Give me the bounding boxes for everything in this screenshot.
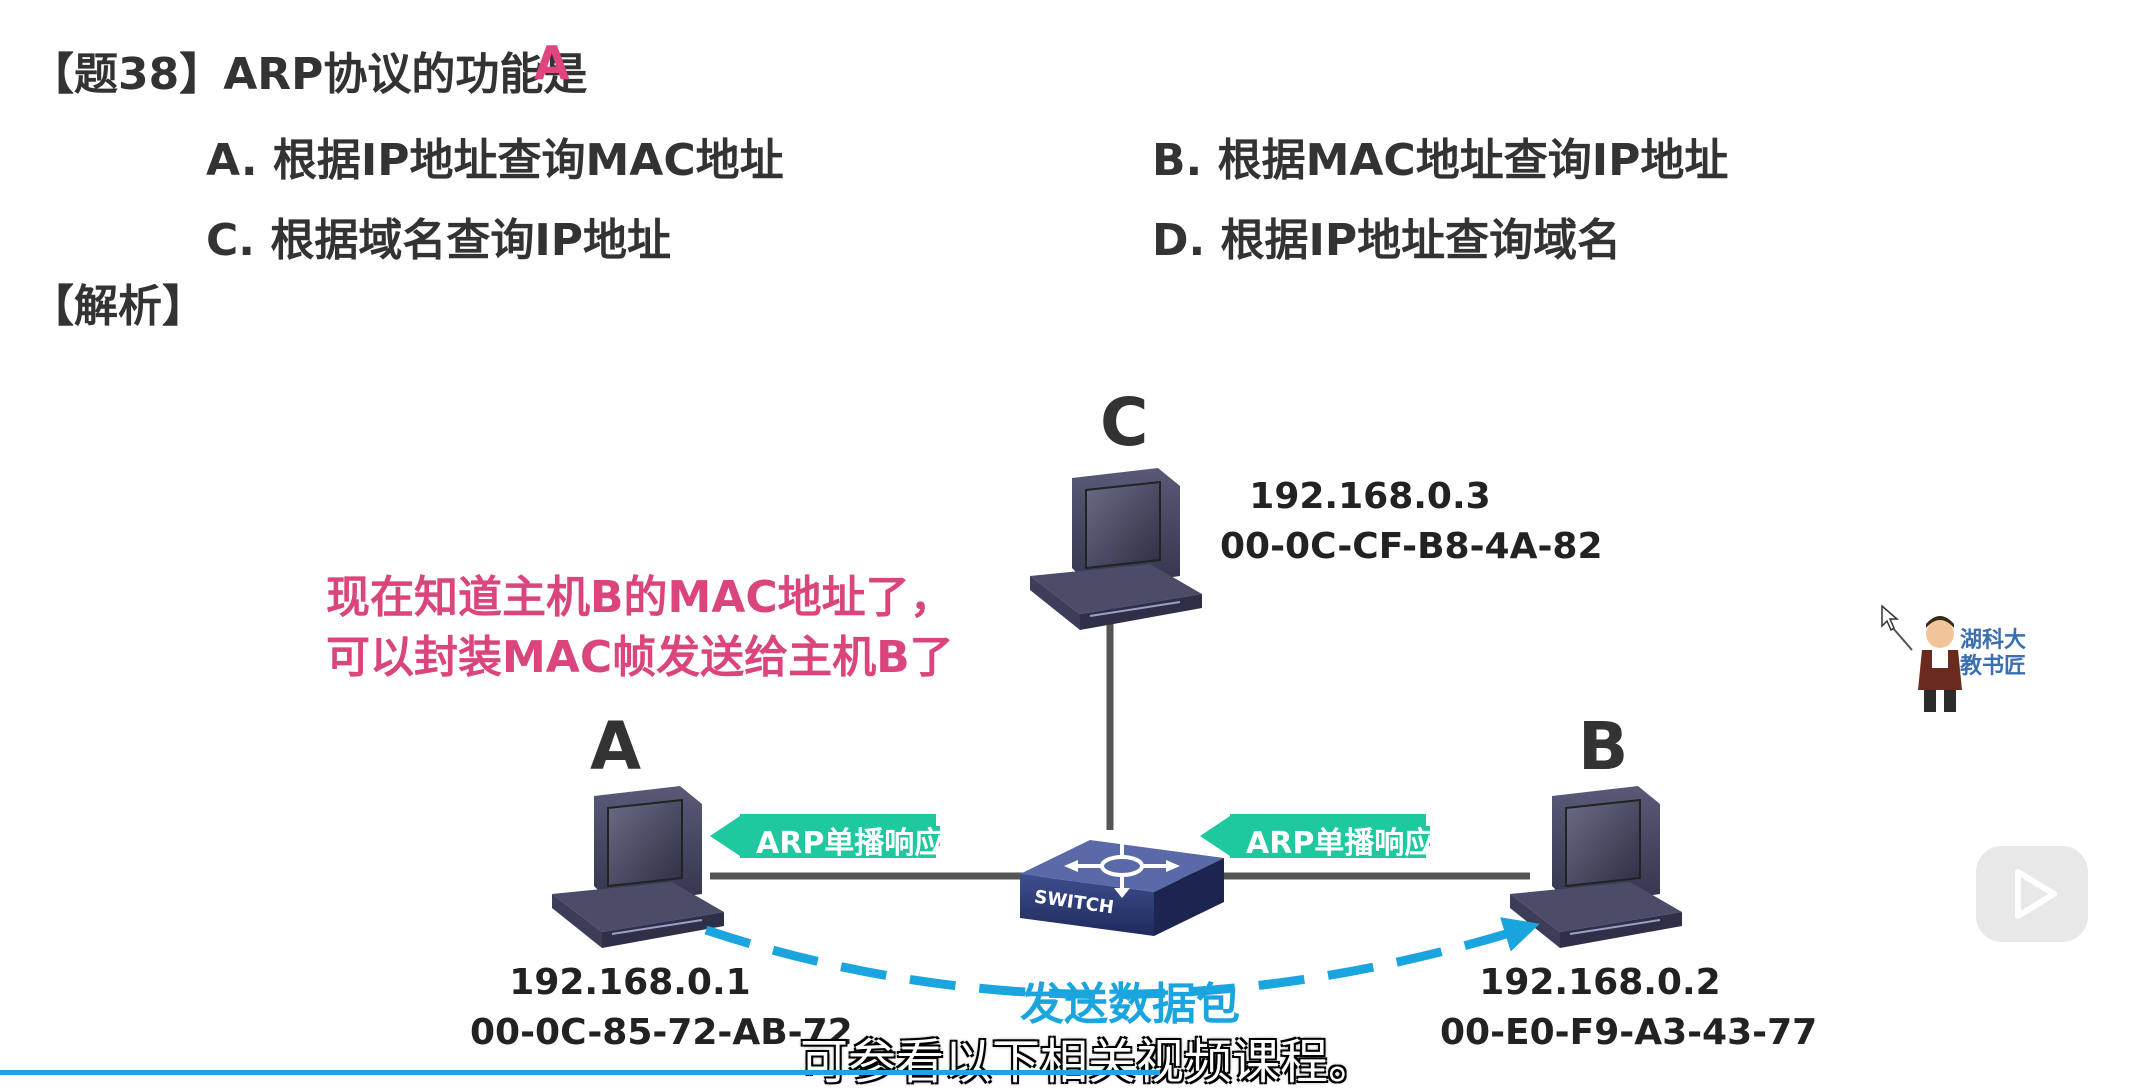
- host-b-label: B: [1578, 708, 1629, 785]
- video-progress-bar[interactable]: [0, 1070, 1160, 1075]
- host-b-ip: 192.168.0.2: [1479, 962, 1721, 1003]
- host-a-address: 192.168.0.1 00-0C-85-72-AB-72: [470, 958, 853, 1058]
- option-b: B. 根据MAC地址查询IP地址: [1152, 135, 1729, 186]
- host-c-mac: 00-0C-CF-B8-4A-82: [1220, 526, 1603, 567]
- logo-line2: 教书匠: [1960, 654, 2027, 679]
- option-c: C. 根据域名查询IP地址: [206, 215, 671, 266]
- analysis-label: 【解析】: [30, 281, 206, 332]
- computer-a-icon: [552, 786, 724, 948]
- annotation-note: 现在知道主机B的MAC地址了， 可以封装MAC帧发送给主机B了: [326, 568, 954, 688]
- channel-logo-text: 湖科大 教书匠: [1960, 628, 2026, 680]
- arp-reply-label-right: ARP单播响应: [1246, 826, 1435, 861]
- option-a: A. 根据IP地址查询MAC地址: [206, 135, 784, 186]
- host-b-mac: 00-E0-F9-A3-43-77: [1440, 1012, 1818, 1053]
- host-c-address: 192.168.0.3 00-0C-CF-B8-4A-82: [1220, 472, 1603, 572]
- send-packet-label: 发送数据包: [1020, 979, 1240, 1030]
- computer-c-icon: [1030, 468, 1202, 630]
- host-a-mac: 00-0C-85-72-AB-72: [470, 1012, 853, 1053]
- arp-reply-label-left: ARP单播响应: [756, 826, 945, 861]
- arp-reply-arrow-left: [710, 814, 940, 858]
- play-triangle-icon: [2015, 869, 2057, 919]
- host-a-ip: 192.168.0.1: [509, 962, 751, 1003]
- switch-icon: [1020, 832, 1224, 936]
- option-d: D. 根据IP地址查询域名: [1152, 215, 1622, 266]
- send-path: [704, 917, 1540, 999]
- video-subtitle: 可参看以下相关视频课程。: [800, 1034, 1377, 1090]
- host-b-address: 192.168.0.2 00-E0-F9-A3-43-77: [1440, 958, 1818, 1058]
- annotation-note-line2: 可以封装MAC帧发送给主机B了: [326, 632, 954, 683]
- host-a-label: A: [590, 708, 642, 785]
- question-title: 【题38】ARP协议的功能是: [30, 49, 588, 100]
- mouse-cursor-icon: [1881, 604, 1900, 632]
- teacher-mascot-icon: [1885, 616, 1962, 712]
- computer-b-icon: [1510, 786, 1682, 948]
- host-c-label: C: [1100, 384, 1149, 461]
- arp-reply-arrow-right: [1200, 814, 1430, 858]
- annotation-note-line1: 现在知道主机B的MAC地址了，: [326, 572, 954, 623]
- logo-line1: 湖科大: [1960, 628, 2027, 653]
- question-answer: A: [534, 36, 570, 90]
- host-c-ip: 192.168.0.3: [1249, 476, 1491, 517]
